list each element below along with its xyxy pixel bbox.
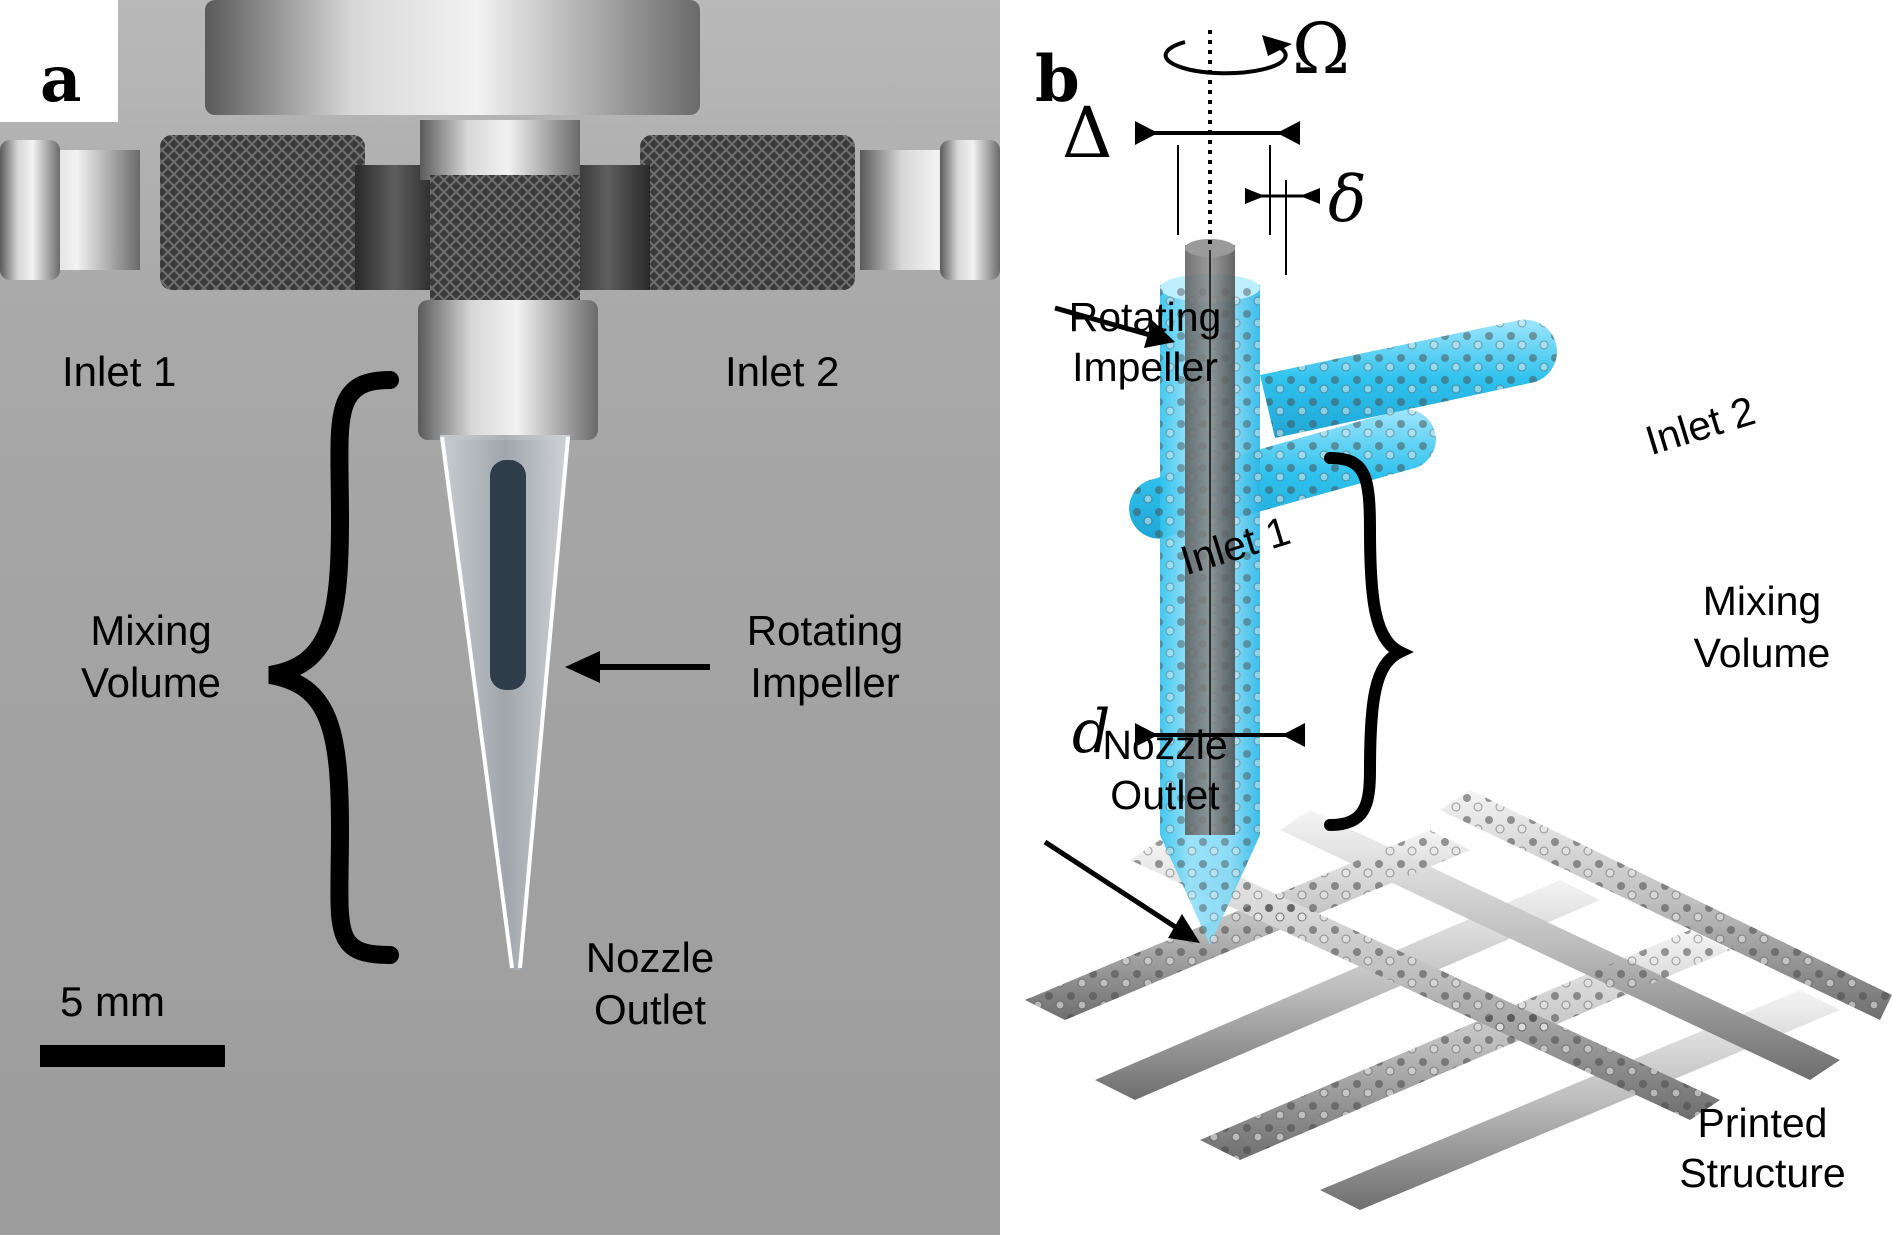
mixing-volume-label: Mixing Volume bbox=[80, 607, 222, 706]
panel-letter-box bbox=[0, 0, 118, 122]
nozzle-outlet-label: Nozzle Outlet bbox=[1102, 722, 1228, 818]
scale-bar bbox=[40, 1045, 225, 1067]
printed-lattice bbox=[1025, 790, 1892, 1210]
nozzle-outlet-label: Nozzle Outlet bbox=[585, 934, 715, 1033]
d-symbol: d bbox=[1072, 697, 1111, 767]
panel-letter-b: b bbox=[1035, 42, 1080, 117]
inlet-2-tube bbox=[1260, 319, 1557, 438]
panel-letter-a: a bbox=[40, 42, 82, 117]
rotating-impeller-label: Rotating Impeller bbox=[746, 607, 904, 706]
scale-bar-label: 5 mm bbox=[60, 978, 165, 1025]
nozzle-schematic bbox=[1025, 30, 1892, 1210]
printed-structure-label: Printed Structure bbox=[1679, 1100, 1846, 1196]
delta-large-symbol: Δ bbox=[1062, 92, 1113, 174]
panel-a-photo: a Inlet 1 Inlet 2 Mixing Volume Rotating… bbox=[0, 0, 1000, 1235]
nozzle-photo-illustration bbox=[0, 0, 1000, 1067]
mixing-volume-label: Mixing Volume bbox=[1693, 578, 1831, 676]
panel-b-schematic: b Ω Δ δ d Rotating Impeller Inlet 1 Inle… bbox=[1000, 0, 1892, 1235]
omega-symbol: Ω bbox=[1292, 8, 1351, 90]
inlet-1-label: Inlet 1 bbox=[62, 348, 177, 395]
delta-small-symbol: δ bbox=[1328, 163, 1367, 237]
inlet-2-label: Inlet 2 bbox=[725, 348, 840, 395]
rotating-impeller-label: Rotating Impeller bbox=[1068, 294, 1222, 390]
